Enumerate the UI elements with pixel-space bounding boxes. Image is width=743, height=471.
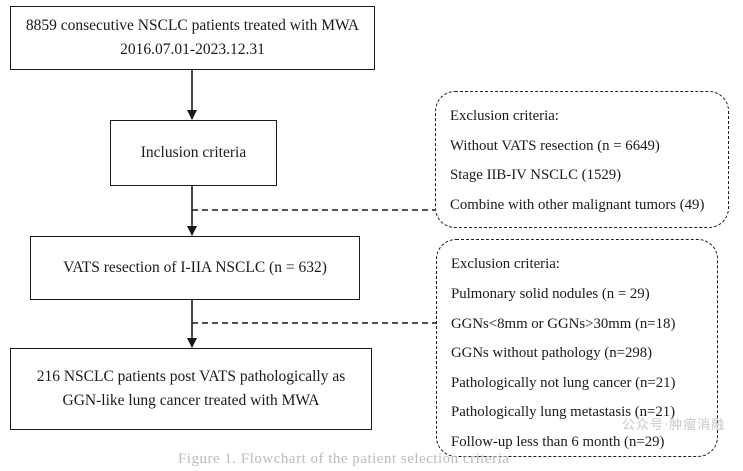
exclusion-criteria-box-2: Exclusion criteria: Pulmonary solid nodu…	[436, 239, 718, 457]
final-cohort-box: 216 NSCLC patients post VATS pathologica…	[10, 348, 372, 430]
exclusion2-item: Follow-up less than 6 month (n=29)	[451, 433, 665, 450]
exclusion2-item: GGNs<8mm or GGNs>30mm (n=18)	[451, 315, 676, 332]
inclusion-criteria-label: Inclusion criteria	[140, 143, 247, 161]
final-cohort-line2: GGN-like lung cancer treated with MWA	[62, 392, 320, 409]
figure-caption: Figure 1. Flowchart of the patient selec…	[178, 451, 510, 467]
exclusion1-item: Without VATS resection (n = 6649)	[450, 137, 660, 154]
inclusion-criteria-box: Inclusion criteria	[110, 120, 277, 186]
exclusion2-item: Pulmonary solid nodules (n = 29)	[451, 285, 650, 302]
exclusion2-item: GGNs without pathology (n=298)	[451, 345, 653, 362]
patients-total-box: 8859 consecutive NSCLC patients treated …	[10, 6, 375, 70]
watermark-text: 公众号·肿瘤消融	[622, 418, 726, 433]
final-cohort-line1: 216 NSCLC patients post VATS pathologica…	[36, 367, 346, 385]
vats-resection-box: VATS resection of I-IIA NSCLC (n = 632)	[30, 236, 360, 300]
exclusion1-item: Stage IIB-IV NSCLC (1529)	[450, 167, 622, 184]
patients-total-line1: 8859 consecutive NSCLC patients treated …	[25, 16, 360, 34]
exclusion2-item: Pathologically lung metastasis (n=21)	[451, 404, 676, 421]
vats-resection-label: VATS resection of I-IIA NSCLC (n = 632)	[63, 258, 327, 276]
exclusion-criteria-box-1: Exclusion criteria: Without VATS resecti…	[435, 91, 729, 228]
exclusion2-title: Exclusion criteria:	[451, 256, 560, 273]
exclusion2-item: Pathologically not lung cancer (n=21)	[451, 374, 676, 391]
exclusion1-item: Combine with other malignant tumors (49)	[450, 196, 705, 213]
patients-total-line2: 2016.07.01-2023.12.31	[120, 41, 265, 58]
exclusion1-title: Exclusion criteria:	[450, 108, 559, 125]
